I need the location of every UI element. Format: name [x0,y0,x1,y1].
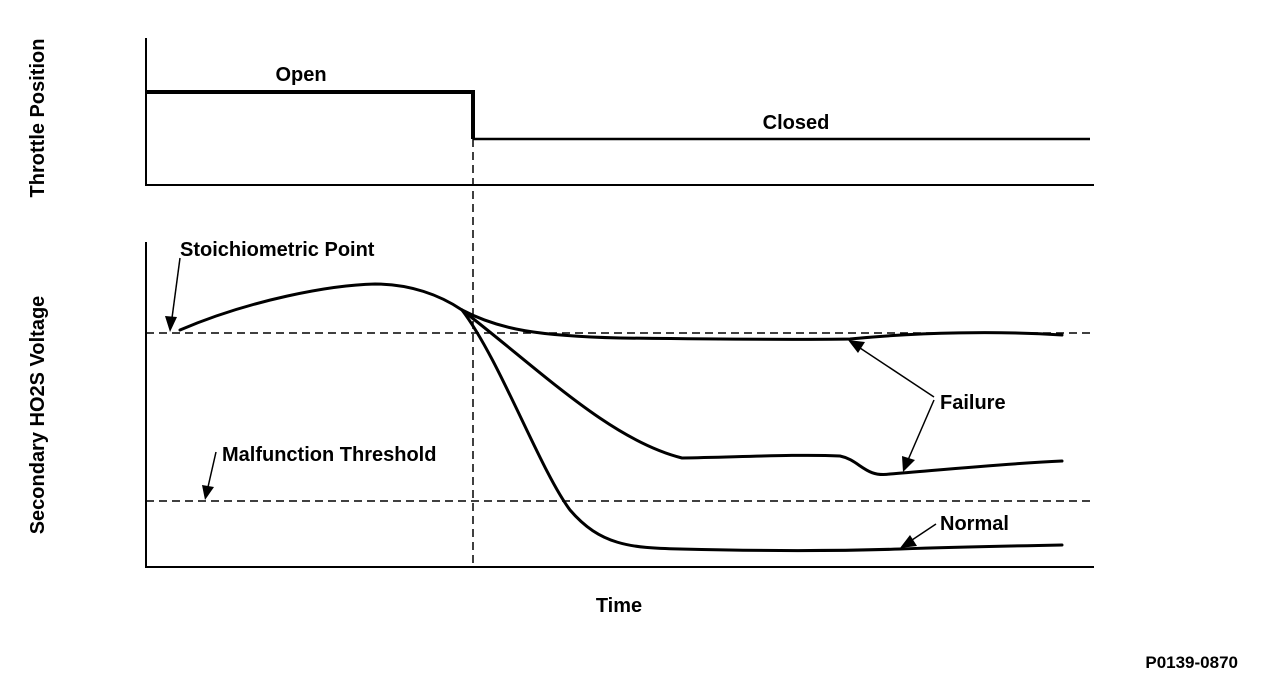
voltage-panel: Stoichiometric Point Malfunction Thresho… [27,239,1094,568]
malfunction-leader [207,451,217,488]
throttle-closed-label: Closed [763,112,830,134]
throttle-panel: Open Closed Throttle Position [27,38,1094,197]
failure-curve-upper [460,308,1064,341]
malfunction-arrowhead [202,485,214,500]
normal-curve [460,308,1064,552]
stoichiometric-label: Stoichiometric Point [180,239,375,261]
failure-leader-upper [859,347,935,398]
figure-id: P0139-0870 [1145,653,1238,672]
failure-curve-lower [460,308,1064,477]
stoichiometric-leader [171,257,181,319]
failure-arrowhead-lower [902,456,915,472]
normal-arrowhead [900,535,917,548]
failure-label: Failure [940,392,1006,414]
malfunction-label: Malfunction Threshold [222,444,436,466]
throttle-open-label: Open [275,64,326,86]
time-axis-title: Time [596,595,642,617]
stoichiometric-arrowhead [165,316,177,332]
failure-leader-lower [907,399,935,461]
throttle-open-step [146,90,475,139]
voltage-rise-curve [178,282,464,332]
voltage-axis-title: Secondary HO2S Voltage [27,296,49,535]
normal-leader [911,523,937,541]
throttle-axis-title: Throttle Position [27,39,49,198]
normal-label: Normal [940,513,1009,535]
failure-arrowhead-upper [848,340,865,353]
